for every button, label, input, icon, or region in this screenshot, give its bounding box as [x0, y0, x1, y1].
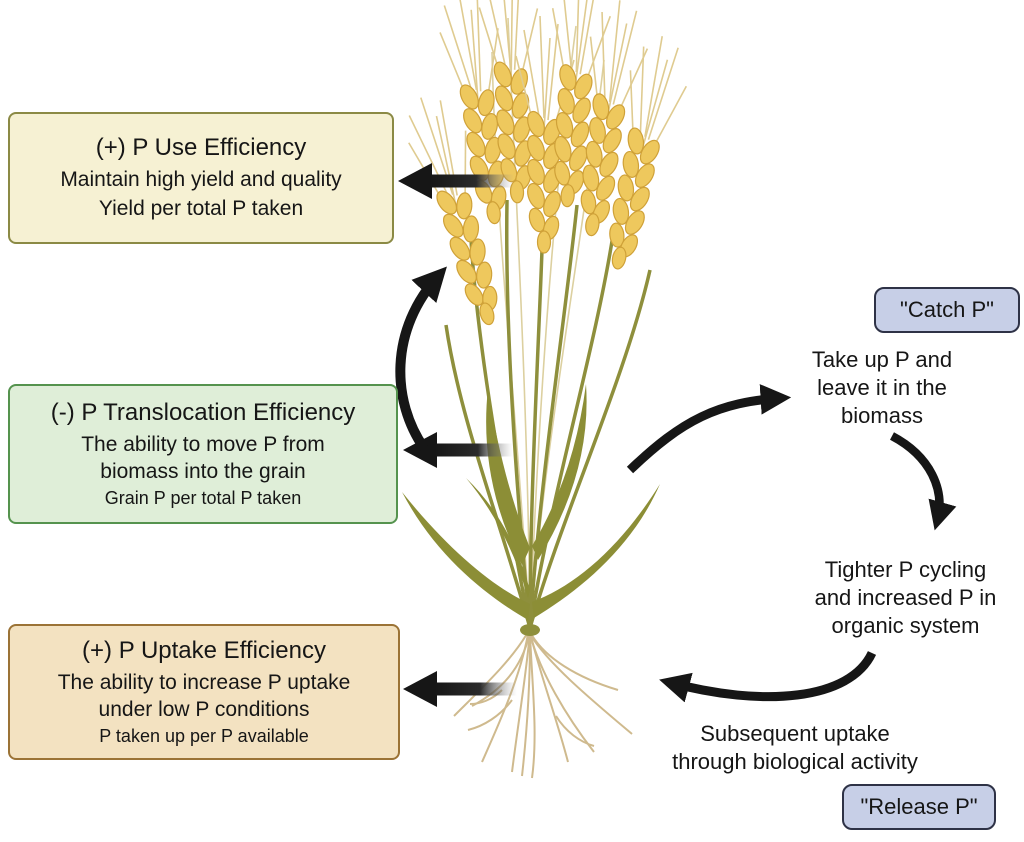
tighter-cycling-line-3: organic system: [831, 612, 980, 638]
tighter-cycling-label: Tighter P cycling and increased P in org…: [768, 556, 1024, 640]
curved-arrow-catch-to-cycling-icon: [889, 432, 957, 531]
wheat-plant-illustration: [396, 0, 697, 779]
catch-p-badge: "Catch P": [874, 287, 1020, 333]
take-up-line-3: biomass: [841, 402, 923, 428]
wheat-roots-group: [453, 631, 633, 779]
p-uptake-efficiency-footnote: P taken up per P available: [99, 725, 309, 746]
p-translocation-efficiency-footnote: Grain P per total P taken: [104, 487, 302, 508]
p-uptake-efficiency-body-2: under low P conditions: [98, 697, 310, 721]
take-up-line-1: Take up P and: [811, 347, 953, 372]
wheat-leaves-group: [402, 384, 660, 620]
subsequent-uptake-line-2: through biological activity: [672, 748, 918, 774]
p-translocation-efficiency-title: (-) P Translocation Efficiency: [50, 398, 356, 426]
p-translocation-efficiency-box: (-) P Translocation Efficiency The abili…: [8, 384, 398, 524]
take-up-label: Take up P and leave it in the biomass: [772, 346, 992, 430]
p-use-efficiency-body: Maintain high yield and quality: [60, 168, 342, 192]
p-use-efficiency-title: (+) P Use Efficiency: [95, 134, 307, 162]
tighter-cycling-line-2: and increased P in: [814, 584, 997, 610]
wheat-heads-group: [396, 0, 697, 333]
p-uptake-efficiency-box: (+) P Uptake Efficiency The ability to i…: [8, 624, 400, 760]
p-translocation-efficiency-body-1: The ability to move P from: [81, 432, 325, 456]
subsequent-uptake-label: Subsequent uptake through biological act…: [634, 720, 956, 776]
p-use-efficiency-footnote: Yield per total P taken: [98, 197, 304, 221]
release-p-badge: "Release P": [842, 784, 996, 830]
subsequent-uptake-line-1: Subsequent uptake: [700, 721, 890, 746]
wheat-crown: [520, 624, 540, 636]
take-up-line-2: leave it in the: [817, 374, 947, 400]
p-uptake-efficiency-body-1: The ability to increase P uptake: [57, 670, 351, 694]
p-use-efficiency-box: (+) P Use Efficiency Maintain high yield…: [8, 112, 394, 244]
p-translocation-efficiency-body-2: biomass into the grain: [100, 459, 306, 483]
tighter-cycling-line-1: Tighter P cycling: [824, 557, 987, 582]
p-uptake-efficiency-title: (+) P Uptake Efficiency: [82, 636, 326, 664]
